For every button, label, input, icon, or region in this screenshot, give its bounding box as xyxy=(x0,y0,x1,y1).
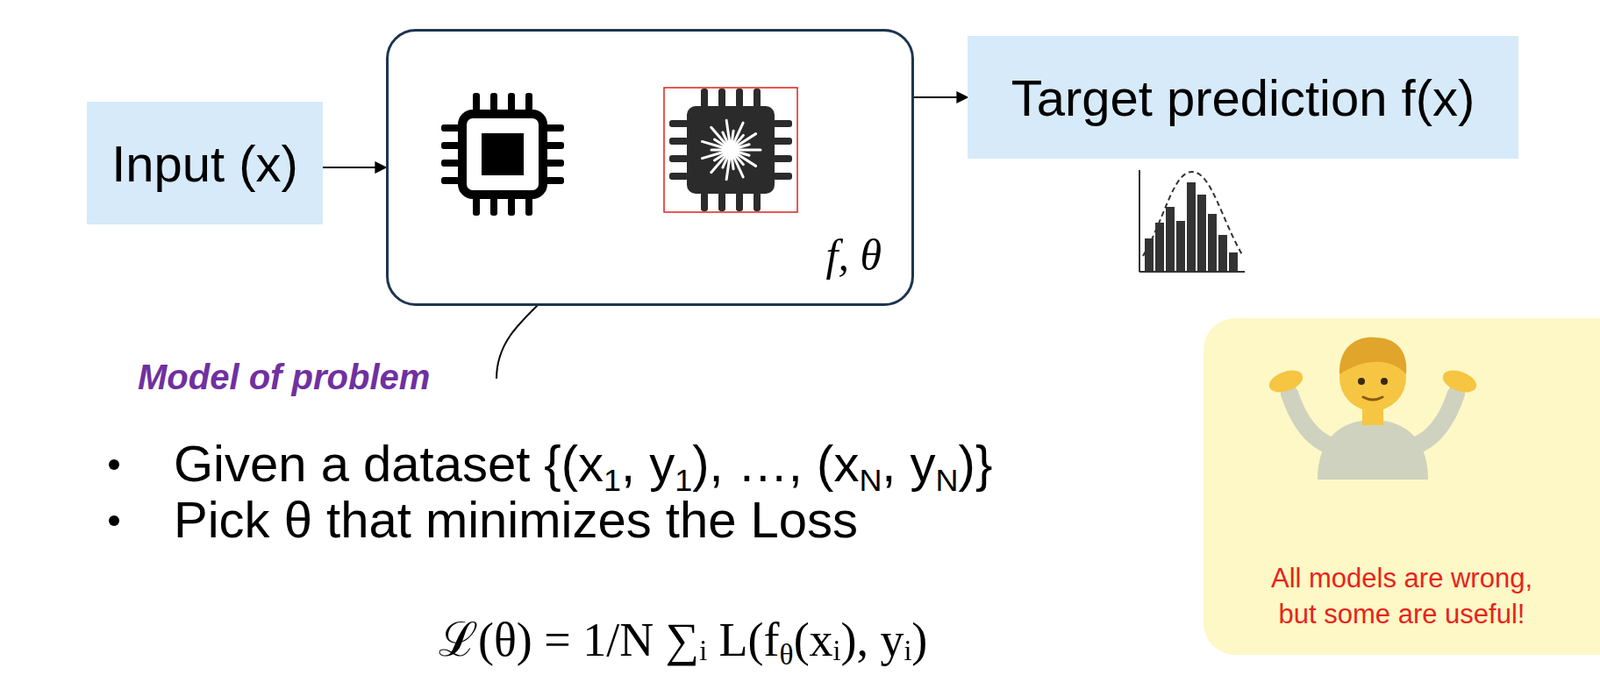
histogram-icon xyxy=(1139,170,1245,272)
cpu-chip-icon xyxy=(441,92,565,216)
annotation-label: Model of problem xyxy=(137,357,430,398)
node-text: Input (x) xyxy=(111,134,299,193)
bullet-dot xyxy=(108,459,120,471)
quote-callout: All models are wrong, but some are usefu… xyxy=(1203,318,1600,656)
bullet-text: Given a dataset {(x1, y1), …, (xN, yN)} xyxy=(173,434,993,493)
input-box: Input (x) xyxy=(86,101,323,225)
loss-formula: ℒ(θ) = 1/N ∑ᵢ L(fθ(xᵢ), yᵢ) xyxy=(438,605,928,671)
shrug-person-icon xyxy=(1263,323,1483,482)
node-text: Target prediction f(x) xyxy=(1011,68,1476,128)
target-box: Target prediction f(x) xyxy=(967,35,1519,159)
burst-chip-icon xyxy=(664,87,798,213)
flow-arrow xyxy=(322,166,386,169)
bullet-text: Pick θ that minimizes the Loss xyxy=(173,490,858,550)
chip-icons xyxy=(423,75,845,251)
bullet-dot xyxy=(108,515,120,527)
model-box: f, θ xyxy=(385,28,915,307)
node-text: f, θ xyxy=(826,229,882,281)
flow-arrow xyxy=(914,96,968,99)
node-text: All models are wrong, but some are usefu… xyxy=(1257,561,1547,633)
